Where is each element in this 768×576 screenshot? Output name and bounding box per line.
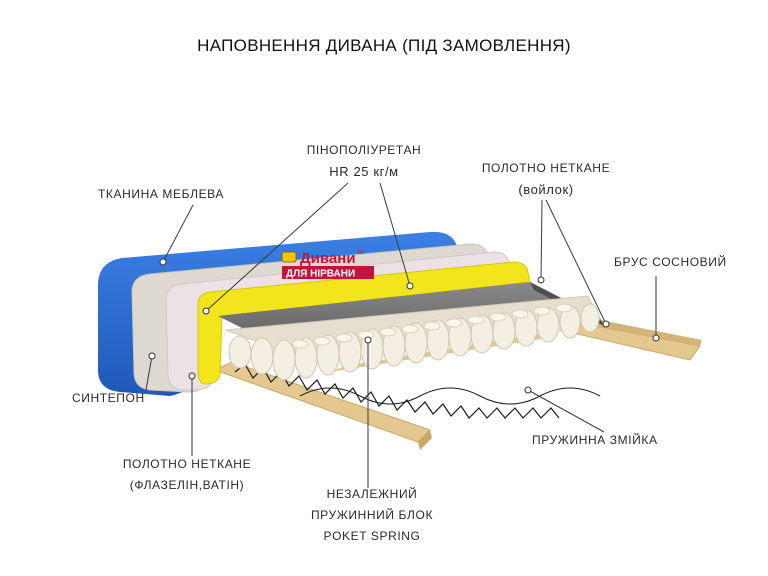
zigzag-spring bbox=[234, 363, 560, 419]
logo-mark: TM bbox=[357, 250, 364, 256]
label-fabric: ТКАНИНА МЕБЛЕВА bbox=[98, 187, 224, 201]
pocket-spring-block bbox=[225, 295, 601, 381]
label-zigzag: ПРУЖИННА ЗМІЙКА bbox=[532, 433, 658, 447]
label-ppu: ПІНОПОЛІУРЕТАН HR 25 кг/м bbox=[296, 140, 432, 182]
label-felt-line2: (войлок) bbox=[518, 182, 574, 197]
label-felt: ПОЛОТНО НЕТКАНЕ (войлок) bbox=[474, 158, 618, 200]
label-pocket-line3: POKET SPRING bbox=[323, 529, 421, 543]
label-pocket-line1: НЕЗАЛЕЖНИЙ bbox=[326, 487, 418, 501]
label-sintepon: СИНТЕПОН bbox=[72, 391, 145, 405]
label-felt-line1: ПОЛОТНО НЕТКАНЕ bbox=[481, 161, 611, 175]
brand-logo: Дивани TM ДЛЯ НІРВАНИ bbox=[281, 250, 374, 280]
logo-line2: ДЛЯ НІРВАНИ bbox=[286, 269, 355, 280]
logo-line1: Дивани bbox=[300, 250, 356, 267]
leader-lines bbox=[145, 182, 657, 488]
diagram-title: НАПОВНЕННЯ ДИВАНА (ПІД ЗАМОВЛЕННЯ) bbox=[197, 36, 571, 55]
leader-dots bbox=[148, 258, 660, 394]
label-nonwoven-line2: (ФЛАЗЕЛІН,ВАТІН) bbox=[129, 478, 245, 492]
label-ppu-line1: ПІНОПОЛІУРЕТАН bbox=[306, 143, 422, 157]
label-beam: БРУС СОСНОВИЙ bbox=[614, 255, 727, 269]
label-nonwoven-line1: ПОЛОТНО НЕТКАНЕ bbox=[122, 457, 252, 471]
label-ppu-line2: HR 25 кг/м bbox=[329, 164, 399, 179]
label-pocket-line2: ПРУЖИННИЙ БЛОК bbox=[310, 508, 434, 522]
label-nonwoven: ПОЛОТНО НЕТКАНЕ (ФЛАЗЕЛІН,ВАТІН) bbox=[104, 454, 270, 496]
label-pocket-spring: НЕЗАЛЕЖНИЙ ПРУЖИННИЙ БЛОК POKET SPRING bbox=[310, 484, 434, 547]
